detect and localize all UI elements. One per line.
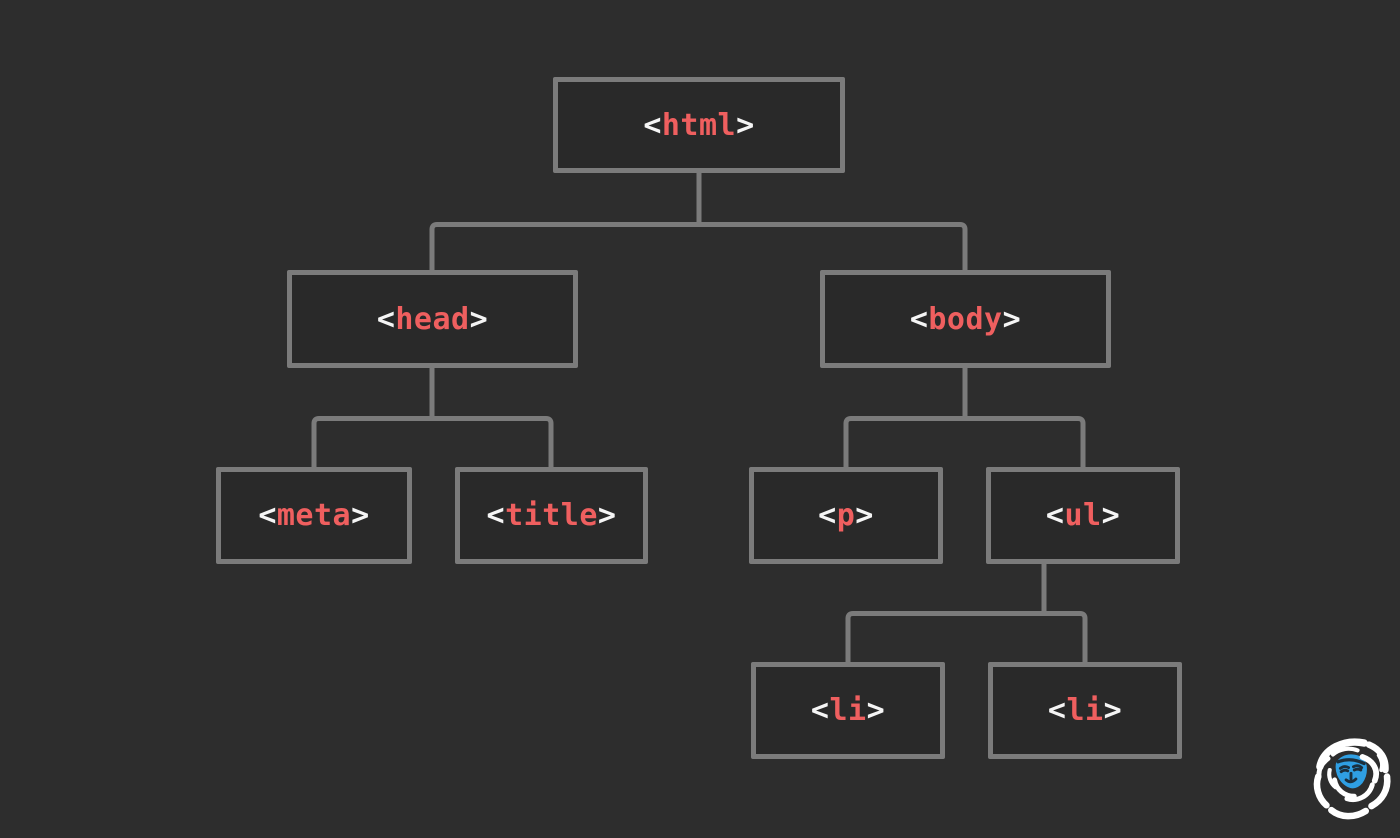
- tag-close-bracket: >: [736, 107, 755, 143]
- bearded-face-swirl-logo: [1313, 738, 1391, 820]
- node-body: <body>: [820, 270, 1111, 368]
- tag-close-bracket: >: [597, 498, 617, 533]
- node-title: <title>: [455, 467, 648, 564]
- tag-name: ul: [1064, 498, 1102, 533]
- node-li-1: <li>: [751, 662, 945, 759]
- tag-name: html: [661, 107, 737, 143]
- tag-open-bracket: <: [810, 693, 830, 728]
- node-p: <p>: [749, 467, 943, 564]
- node-html: <html>: [553, 77, 845, 173]
- tag-name: li: [829, 693, 867, 728]
- node-li-2: <li>: [988, 662, 1182, 759]
- tag-close-bracket: >: [469, 301, 489, 337]
- tag-name: title: [505, 498, 598, 533]
- tag-close-bracket: >: [866, 693, 886, 728]
- tag-open-bracket: <: [643, 107, 662, 143]
- tag-open-bracket: <: [1045, 498, 1065, 533]
- tag-open-bracket: <: [258, 498, 277, 533]
- tag-close-bracket: >: [1101, 498, 1121, 533]
- tag-close-bracket: >: [1103, 693, 1123, 728]
- tag-close-bracket: >: [855, 498, 874, 533]
- tag-name: p: [836, 498, 856, 533]
- tag-close-bracket: >: [1002, 301, 1022, 337]
- tag-name: li: [1066, 693, 1104, 728]
- tag-open-bracket: <: [486, 498, 506, 533]
- tag-open-bracket: <: [376, 301, 396, 337]
- tag-close-bracket: >: [351, 498, 370, 533]
- tag-open-bracket: <: [1047, 693, 1067, 728]
- tag-open-bracket: <: [909, 301, 929, 337]
- tag-name: body: [928, 301, 1003, 337]
- tag-open-bracket: <: [818, 498, 837, 533]
- tag-name: head: [395, 301, 470, 337]
- node-ul: <ul>: [986, 467, 1180, 564]
- tag-name: meta: [276, 498, 352, 533]
- node-meta: <meta>: [216, 467, 412, 564]
- node-head: <head>: [287, 270, 578, 368]
